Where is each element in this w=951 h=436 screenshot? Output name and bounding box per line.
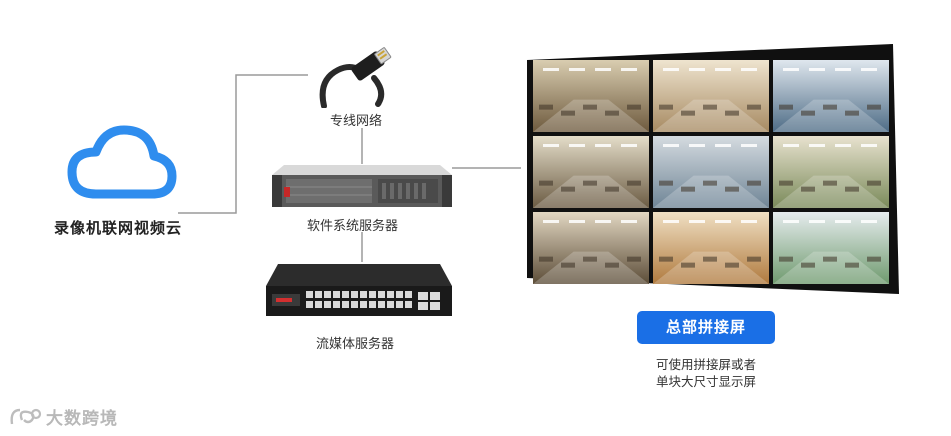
- switch-port: [387, 301, 394, 308]
- video-wall: [527, 44, 899, 294]
- camera-feed-tile: [773, 60, 889, 132]
- camera-feed-tile: [653, 212, 769, 284]
- switch-port: [315, 291, 322, 298]
- network-label: 专线网络: [330, 114, 383, 129]
- switch-port: [360, 291, 367, 298]
- network-switch-icon: [266, 264, 452, 316]
- switch-port: [324, 301, 331, 308]
- switch-port: [324, 291, 331, 298]
- rack-server-icon: [272, 165, 452, 207]
- cloud-to-network-line: [178, 74, 308, 214]
- camera-feed-tile: [773, 136, 889, 208]
- wall-note-line-1: 可使用拼接屏或者: [655, 357, 756, 372]
- camera-feed-tile: [533, 60, 649, 132]
- switch-port: [396, 301, 403, 308]
- ethernet-cable-icon: [319, 47, 392, 108]
- switch-port: [306, 301, 313, 308]
- switch-port: [342, 301, 349, 308]
- switch-port: [333, 301, 340, 308]
- switch-port: [306, 291, 313, 298]
- brand-logo-icon: [10, 408, 42, 425]
- switch-port: [351, 301, 358, 308]
- cloud-icon: [67, 125, 177, 199]
- camera-feed-tile: [653, 136, 769, 208]
- camera-feed-tile: [533, 212, 649, 284]
- cloud-label: 录像机联网视频云: [54, 219, 183, 237]
- switch-port: [369, 301, 376, 308]
- switch-port: [378, 301, 385, 308]
- watermark: 大数跨境: [8, 405, 118, 429]
- camera-feed-tile: [533, 136, 649, 208]
- streaming-server-label: 流媒体服务器: [316, 337, 395, 352]
- wall-note-line-2: 单块大尺寸显示屏: [655, 374, 756, 389]
- switch-port: [387, 291, 394, 298]
- camera-feed-tile: [773, 212, 889, 284]
- video-wall-tiles: [533, 60, 889, 284]
- switch-port: [378, 291, 385, 298]
- switch-port: [360, 301, 367, 308]
- switch-port: [333, 291, 340, 298]
- watermark-text: 大数跨境: [46, 408, 118, 429]
- camera-feed-tile: [653, 60, 769, 132]
- switch-port: [405, 291, 412, 298]
- switch-port: [405, 301, 412, 308]
- switch-port: [396, 291, 403, 298]
- switch-port: [351, 291, 358, 298]
- headquarters-wall-badge: 总部拼接屏: [637, 311, 775, 344]
- switch-port: [342, 291, 349, 298]
- software-server-label: 软件系统服务器: [307, 219, 399, 234]
- switch-port: [315, 301, 322, 308]
- switch-port: [369, 291, 376, 298]
- wall-note: 可使用拼接屏或者 单块大尺寸显示屏: [620, 356, 792, 390]
- switch-ports: [306, 291, 412, 308]
